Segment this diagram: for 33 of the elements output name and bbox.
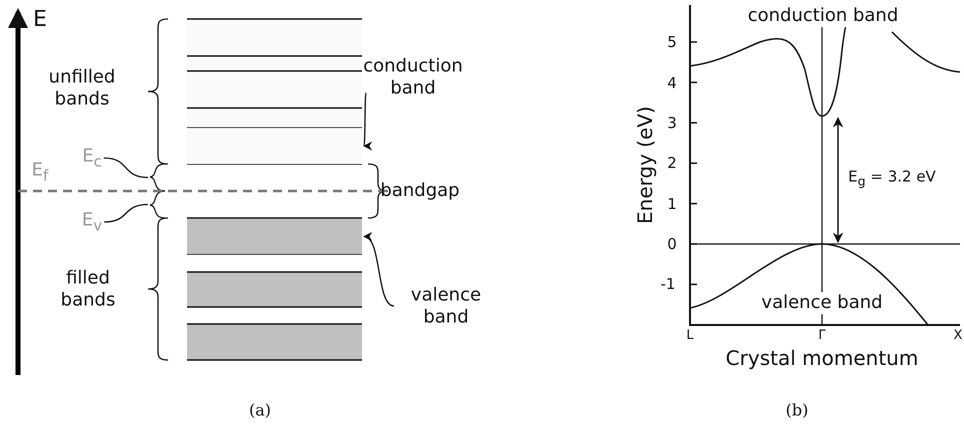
tick-label: 4: [667, 74, 677, 92]
tick-label: -1: [660, 275, 676, 293]
energy-level-label: E$_{f}$: [32, 160, 48, 184]
band-label: valence band: [396, 284, 496, 328]
tick-label: Γ: [818, 328, 826, 344]
group-label: unfilled bands: [48, 66, 116, 110]
tick-label: 2: [667, 154, 677, 172]
tick-label: 3: [667, 114, 677, 132]
leader-arrow: [363, 234, 394, 307]
tick-label: 1: [667, 195, 677, 213]
band-label: valence band: [761, 292, 883, 314]
leader-line: [104, 204, 148, 223]
gap-label: E$_{g}$ = 3.2 eV: [848, 168, 936, 188]
energy-level-label: E$_{c}$: [82, 146, 102, 170]
panel-label: (a): [248, 400, 272, 420]
axis-title: Energy (eV): [633, 106, 657, 224]
conduction-band-region: [187, 128, 362, 164]
band-label: conduction band: [358, 55, 468, 99]
small-brace: [149, 190, 166, 219]
group-label: filled bands: [60, 267, 116, 311]
leader-line: [104, 157, 148, 178]
tick-label: 0: [667, 235, 677, 253]
valence-band-region: [187, 219, 362, 254]
panel-label: (b): [786, 400, 808, 420]
tick-label: L: [686, 328, 694, 344]
energy-level-label: E$_{v}$: [82, 210, 102, 234]
axis-title: Crystal momentum: [726, 346, 918, 370]
axis-label: E: [33, 6, 47, 34]
tick-label: 5: [667, 33, 677, 51]
small-brace: [149, 163, 166, 192]
band-label: conduction band: [748, 5, 898, 27]
tick-label: X: [954, 328, 962, 344]
bandgap-label: bandgap: [380, 180, 460, 202]
